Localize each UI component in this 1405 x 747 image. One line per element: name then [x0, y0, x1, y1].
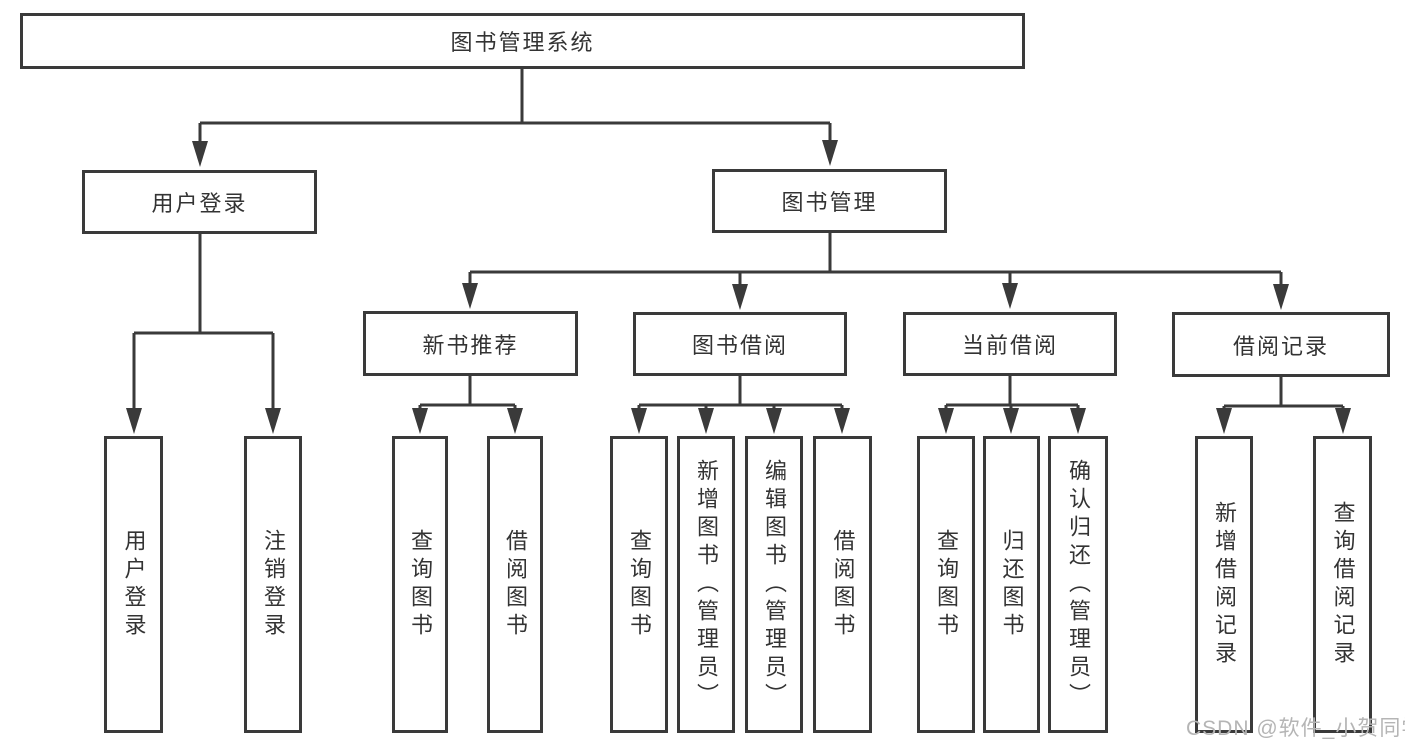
arrow-down-icon — [1002, 283, 1018, 309]
arrow-down-icon — [631, 408, 647, 434]
node-borrowing-records: 借阅记录 — [1172, 312, 1390, 377]
arrow-down-icon — [1335, 408, 1351, 434]
node-current-borrowing: 当前借阅 — [903, 312, 1117, 376]
arrow-down-icon — [1070, 408, 1086, 434]
node-book-borrowing: 图书借阅 — [633, 312, 847, 376]
leaf-borrow-books-recommend: 借阅图书 — [487, 436, 543, 733]
node-new-book-recommendation: 新书推荐 — [363, 311, 578, 376]
leaf-user-login: 用户登录 — [104, 436, 163, 733]
leaf-borrow-books: 借阅图书 — [813, 436, 872, 733]
leaf-add-books-admin: 新增图书（管理员） — [677, 436, 735, 733]
connector-root-to-level2 — [198, 69, 832, 143]
arrow-down-icon — [126, 408, 142, 434]
arrow-down-icon — [1003, 408, 1019, 434]
leaf-query-borrow-record: 查询借阅记录 — [1313, 436, 1372, 733]
arrow-down-icon — [507, 408, 523, 434]
arrow-down-icon — [834, 408, 850, 434]
arrow-down-icon — [698, 408, 714, 434]
arrow-down-icon — [192, 141, 208, 167]
arrow-down-icon — [412, 408, 428, 434]
arrow-down-icon — [1273, 284, 1289, 310]
csdn-watermark: CSDN @软件_小贺同学 — [1186, 717, 1405, 740]
node-book-management: 图书管理 — [712, 169, 947, 233]
arrow-down-icon — [1216, 408, 1232, 434]
arrow-down-icon — [822, 140, 838, 166]
leaf-add-borrow-record: 新增借阅记录 — [1195, 436, 1253, 733]
leaf-return-books: 归还图书 — [983, 436, 1040, 733]
leaf-query-books-current: 查询图书 — [917, 436, 975, 733]
connector-currentborrow-to-leaves — [944, 376, 1080, 410]
connector-borrowrecords-to-leaves — [1222, 377, 1345, 410]
connector-bookmgmt-to-level3 — [468, 233, 1283, 285]
arrow-down-icon — [462, 283, 478, 309]
arrow-down-icon — [938, 408, 954, 434]
leaf-query-books-recommend: 查询图书 — [392, 436, 448, 733]
leaf-confirm-return-admin: 确认归还（管理员） — [1048, 436, 1108, 733]
arrow-down-icon — [265, 408, 281, 434]
leaf-logout: 注销登录 — [244, 436, 302, 733]
node-library-system-root: 图书管理系统 — [20, 13, 1025, 69]
connector-newbook-to-leaves — [418, 376, 517, 410]
connector-bookborrow-to-leaves — [637, 376, 844, 410]
leaf-edit-books-admin: 编辑图书（管理员） — [745, 436, 803, 733]
arrow-down-icon — [766, 408, 782, 434]
connector-userlogin-to-leaves — [132, 234, 275, 410]
leaf-query-books-borrow: 查询图书 — [610, 436, 668, 733]
node-user-login: 用户登录 — [82, 170, 317, 234]
arrow-down-icon — [732, 284, 748, 310]
